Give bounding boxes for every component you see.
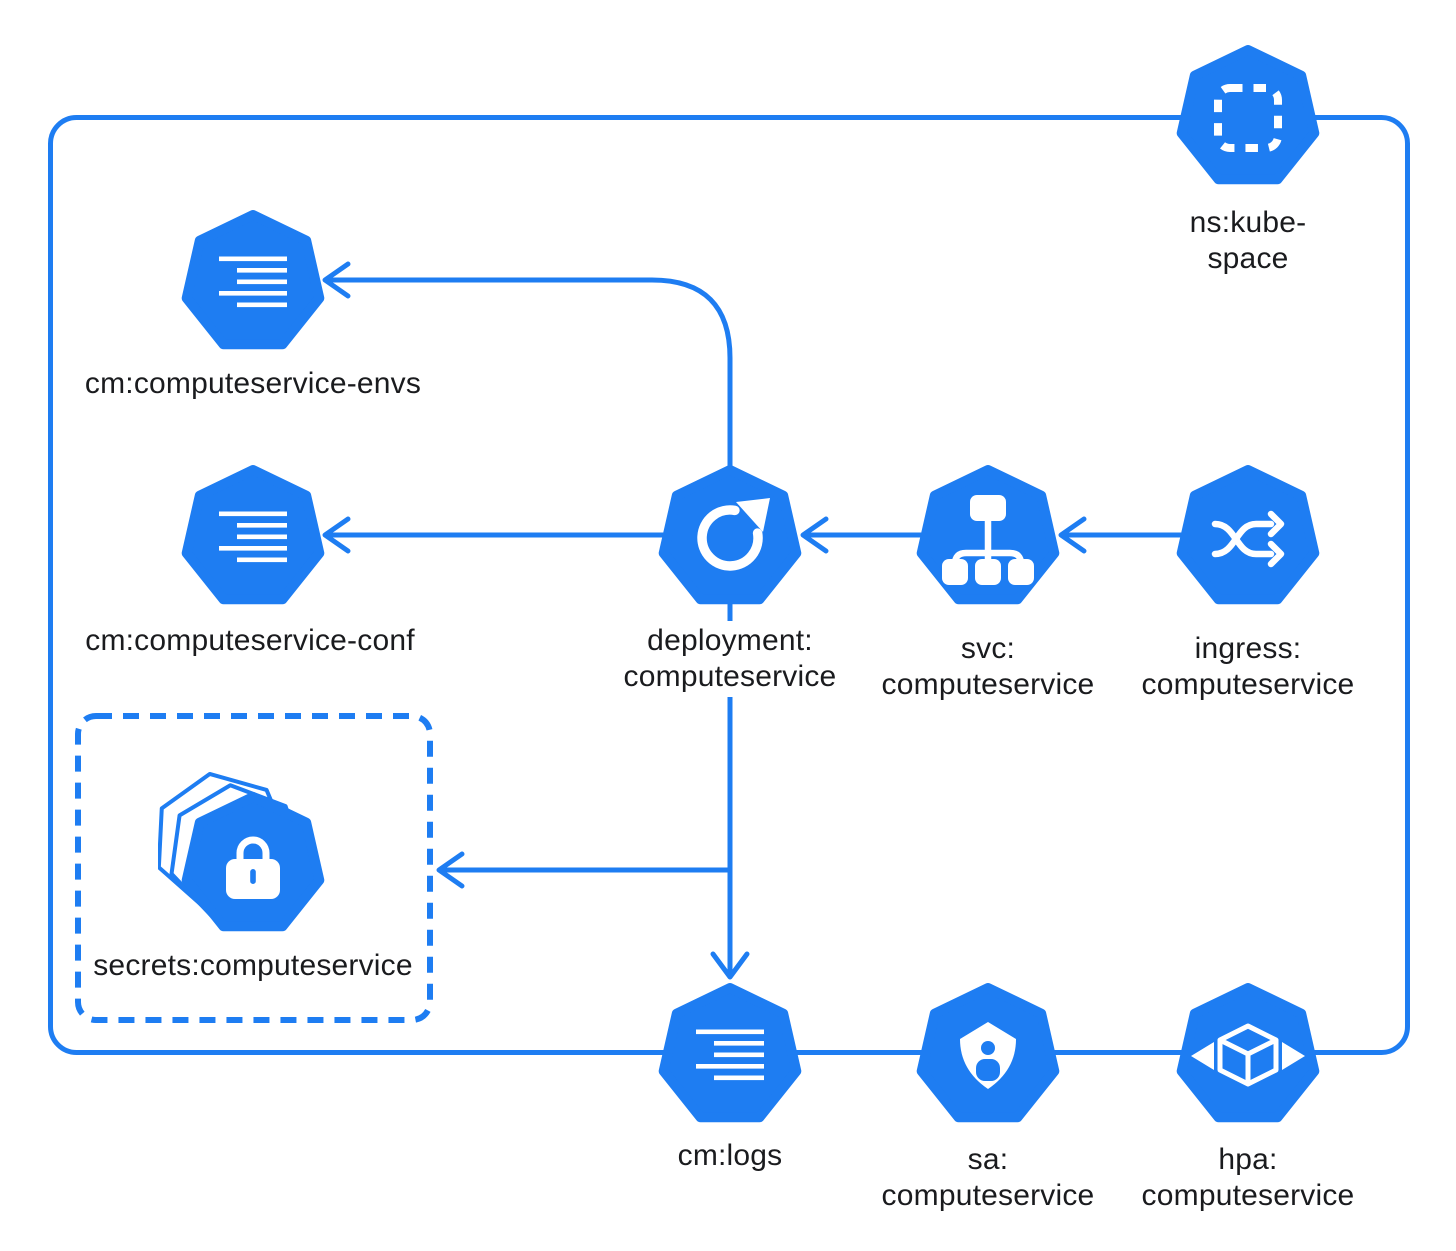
edge-arrowhead-left-icon xyxy=(322,516,351,554)
node-configmap-logs xyxy=(655,978,805,1133)
lock-icon xyxy=(226,836,280,899)
configmap-lines-icon xyxy=(696,1029,764,1081)
service-topology-icon xyxy=(942,495,1034,585)
ingress-shuffle-icon xyxy=(1211,510,1285,568)
node-serviceaccount xyxy=(913,978,1063,1133)
node-configmap-envs-label: cm:computeservice-envs xyxy=(76,364,430,404)
node-configmap-conf xyxy=(178,460,328,615)
node-secrets-label: secrets:computeservice xyxy=(85,946,421,986)
edge-deployment-to-configmap-logs xyxy=(710,532,750,980)
secrets-group-dashed-border xyxy=(75,713,433,1023)
node-hpa-label: hpa: computeservice xyxy=(1133,1140,1363,1216)
secret-lock-stack-icon xyxy=(156,771,325,932)
node-secrets xyxy=(156,767,348,962)
namespace-dashed-square-icon xyxy=(1214,84,1282,152)
node-ingress xyxy=(1173,460,1323,615)
node-deployment xyxy=(655,460,805,615)
node-configmap-conf-label: cm:computeservice-conf xyxy=(77,621,423,661)
edge-arrowhead-left-icon xyxy=(800,516,829,554)
serviceaccount-shield-user-icon xyxy=(960,1022,1016,1089)
node-ingress-label: ingress: computeservice xyxy=(1133,629,1363,705)
node-service-label: svc: computeservice xyxy=(873,629,1103,705)
edge-arrowhead-down-icon xyxy=(710,951,750,980)
configmap-lines-icon xyxy=(219,511,287,563)
node-hpa xyxy=(1173,978,1323,1133)
edge-deployment-to-secrets xyxy=(436,851,733,889)
node-configmap-logs-label: cm:logs xyxy=(669,1136,791,1176)
deployment-rotate-arrow-icon xyxy=(697,498,770,571)
configmap-lines-icon xyxy=(219,256,287,308)
edge-deployment-to-configmap-envs xyxy=(322,261,733,538)
node-serviceaccount-label: sa: computeservice xyxy=(873,1140,1103,1216)
edge-deployment-to-configmap-conf xyxy=(322,516,733,554)
node-deployment-label: deployment: computeservice xyxy=(615,621,845,697)
node-service xyxy=(913,460,1063,615)
node-namespace-label: ns:kube-space xyxy=(1144,203,1352,279)
node-configmap-envs xyxy=(178,205,328,360)
edge-arrowhead-left-icon xyxy=(1058,516,1087,554)
edge-arrowhead-left-icon xyxy=(436,851,465,889)
node-namespace xyxy=(1173,40,1323,195)
hpa-cube-scale-icon xyxy=(1191,1023,1305,1087)
edge-arrowhead-left-icon xyxy=(322,261,351,299)
